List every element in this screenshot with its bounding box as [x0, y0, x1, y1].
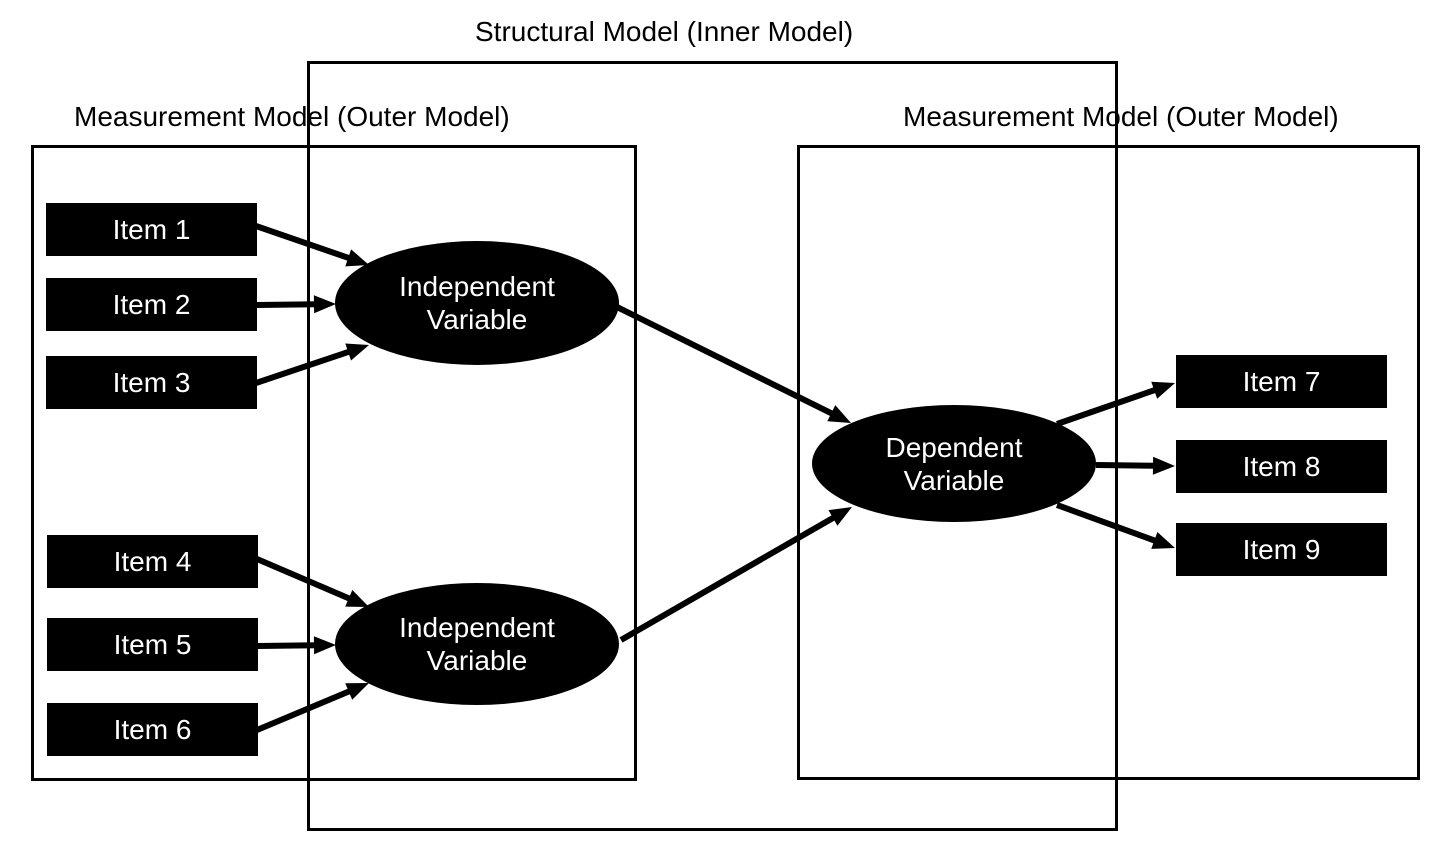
structural-model-title: Structural Model (Inner Model) — [475, 16, 854, 47]
right-outer-model-label: Measurement Model (Outer Model) — [903, 101, 1339, 132]
item-8-node: Item 8 — [1176, 440, 1387, 493]
item-4-node: Item 4 — [47, 535, 258, 588]
latent-variable-label-line: Independent — [399, 612, 555, 643]
edge-dependent-variable-to-item-8 — [1095, 456, 1175, 475]
item-9-node: Item 9 — [1176, 523, 1387, 576]
item-2-node: Item 2 — [46, 278, 257, 331]
left-outer-model-label: Measurement Model (Outer Model) — [74, 101, 510, 132]
item-7-node: Item 7 — [1176, 355, 1387, 408]
left-outer-model-box — [31, 145, 637, 781]
edge-item-3-to-independent-variable-1 — [255, 343, 369, 386]
edge-item-4-to-independent-variable-2 — [255, 556, 369, 607]
edge-dependent-variable-to-item-9 — [1055, 502, 1175, 549]
item-1-node: Item 1 — [46, 203, 257, 256]
dependent-variable-node: Dependent Variable — [812, 405, 1096, 522]
item-5-node: Item 5 — [47, 618, 258, 671]
latent-variable-label-line: Independent — [399, 271, 555, 302]
item-6-node: Item 6 — [47, 703, 258, 756]
independent-variable-2-node: Independent Variable — [335, 583, 619, 705]
edge-dependent-variable-to-item-7 — [1056, 381, 1175, 427]
right-outer-model-box — [797, 145, 1420, 780]
latent-variable-label-line: Dependent — [885, 431, 1023, 463]
inner-model-box — [307, 61, 1118, 831]
edge-item-6-to-independent-variable-2 — [255, 683, 369, 733]
item-3-node: Item 3 — [46, 356, 257, 409]
latent-variable-label-line: Variable — [426, 304, 528, 335]
latent-variable-label-line: Variable — [903, 464, 1005, 496]
edge-item-1-to-independent-variable-1 — [255, 223, 369, 267]
latent-variable-label-line: Variable — [426, 645, 528, 676]
independent-variable-1-node: Independent Variable — [335, 241, 619, 365]
